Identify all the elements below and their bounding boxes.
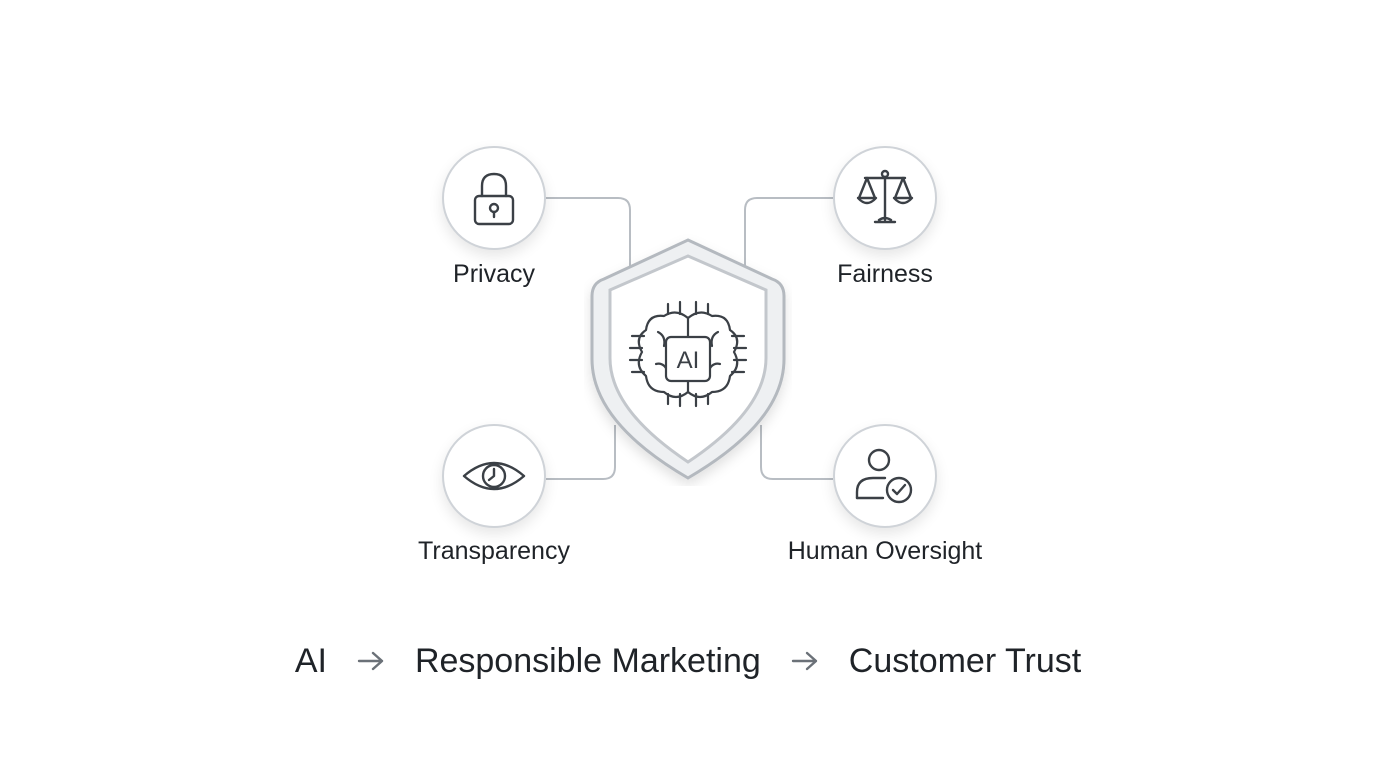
padlock-icon xyxy=(473,172,515,226)
connector-privacy xyxy=(546,197,631,268)
flow-step-customer-trust: Customer Trust xyxy=(848,641,1082,680)
flow-step-responsible-marketing: Responsible Marketing xyxy=(414,641,761,680)
transparency-label: Transparency xyxy=(418,537,570,565)
human-oversight-node xyxy=(833,424,937,528)
flow-row: AI Responsible Marketing Customer Trust xyxy=(0,636,1376,686)
user-check-icon xyxy=(855,448,913,504)
human-oversight-label: Human Oversight xyxy=(787,537,983,565)
balance-scale-icon xyxy=(856,169,914,224)
arrow-right-icon xyxy=(357,650,385,672)
privacy-label: Privacy xyxy=(453,260,535,288)
arrow-right-icon xyxy=(791,650,819,672)
connector-fairness xyxy=(744,197,833,268)
ai-chip-label: AI xyxy=(677,347,700,374)
connector-human-oversight xyxy=(760,425,833,480)
privacy-node xyxy=(442,146,546,250)
fairness-label: Fairness xyxy=(837,260,933,288)
eye-icon xyxy=(462,461,526,491)
shield-brain-chip-icon: AI xyxy=(590,238,786,480)
transparency-node xyxy=(442,424,546,528)
ai-chip xyxy=(664,335,712,383)
fairness-node xyxy=(833,146,937,250)
flow-step-ai: AI xyxy=(294,641,327,680)
connector-transparency xyxy=(546,425,616,480)
